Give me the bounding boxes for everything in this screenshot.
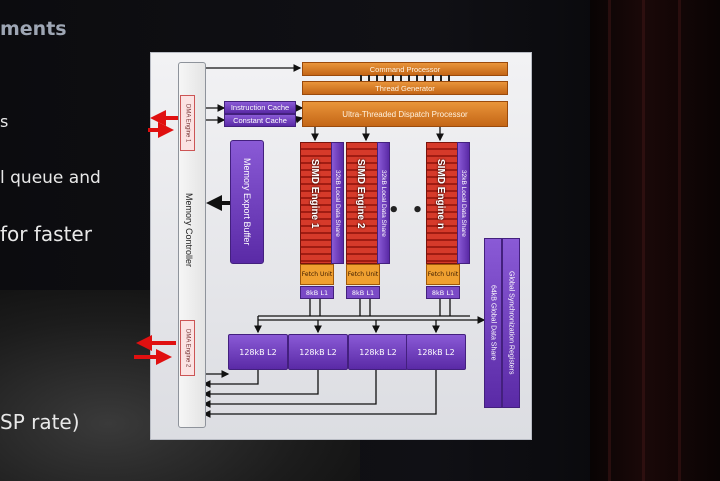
- l1-cache: 8kB L1: [346, 286, 380, 299]
- simd-engine-label: SIMD Engine n: [435, 159, 446, 229]
- fetch-unit: Fetch Unit: [346, 264, 380, 285]
- memory-controller-label: Memory Controller: [184, 193, 194, 268]
- bullet-line: s: [0, 112, 9, 131]
- local-data-share: 32kB Local Data Share: [331, 142, 344, 264]
- l1-cache: 8kB L1: [426, 286, 460, 299]
- thread-generator: Thread Generator: [302, 81, 508, 95]
- simd-engine-1: SIMD Engine 1: [300, 142, 332, 264]
- global-sync-registers: Global Synchronization Registers: [502, 238, 520, 408]
- dma-engine-1: DMA Engine 1: [180, 95, 195, 151]
- simd-engine-label: SIMD Engine 1: [309, 159, 320, 229]
- global-data-share: 64kB Global Data Share: [484, 238, 502, 408]
- l2-cache: 128kB L2: [228, 334, 288, 370]
- constant-cache: Constant Cache: [224, 114, 296, 127]
- local-data-share: 32kB Local Data Share: [377, 142, 390, 264]
- memory-export-buffer: Memory Export Buffer: [230, 140, 264, 264]
- dispatch-processor: Ultra-Threaded Dispatch Processor: [302, 101, 508, 127]
- instruction-cache: Instruction Cache: [224, 101, 296, 114]
- l2-cache: 128kB L2: [288, 334, 348, 370]
- fetch-unit: Fetch Unit: [300, 264, 334, 285]
- bullet-line: for faster: [0, 222, 92, 246]
- fetch-unit: Fetch Unit: [426, 264, 460, 285]
- local-data-share: 32kB Local Data Share: [457, 142, 470, 264]
- dma-engine-2: DMA Engine 2: [180, 320, 195, 376]
- l1-cache: 8kB L1: [300, 286, 334, 299]
- bullet-line: l queue and: [0, 168, 101, 188]
- curtain-fold: [678, 0, 681, 481]
- bullet-line: SP rate): [0, 410, 80, 434]
- curtain-fold: [642, 0, 645, 481]
- curtain-fold: [608, 0, 611, 481]
- l2-cache: 128kB L2: [406, 334, 466, 370]
- simd-engine-label: SIMD Engine 2: [355, 159, 366, 229]
- slide-heading: ments: [0, 18, 67, 40]
- stage-curtain: [590, 0, 720, 481]
- simd-engine-2: SIMD Engine 2: [346, 142, 378, 264]
- l2-cache: 128kB L2: [348, 334, 408, 370]
- simd-engine-n: SIMD Engine n: [426, 142, 458, 264]
- command-processor: Command Processor: [302, 62, 508, 76]
- command-thread-links: [360, 75, 450, 81]
